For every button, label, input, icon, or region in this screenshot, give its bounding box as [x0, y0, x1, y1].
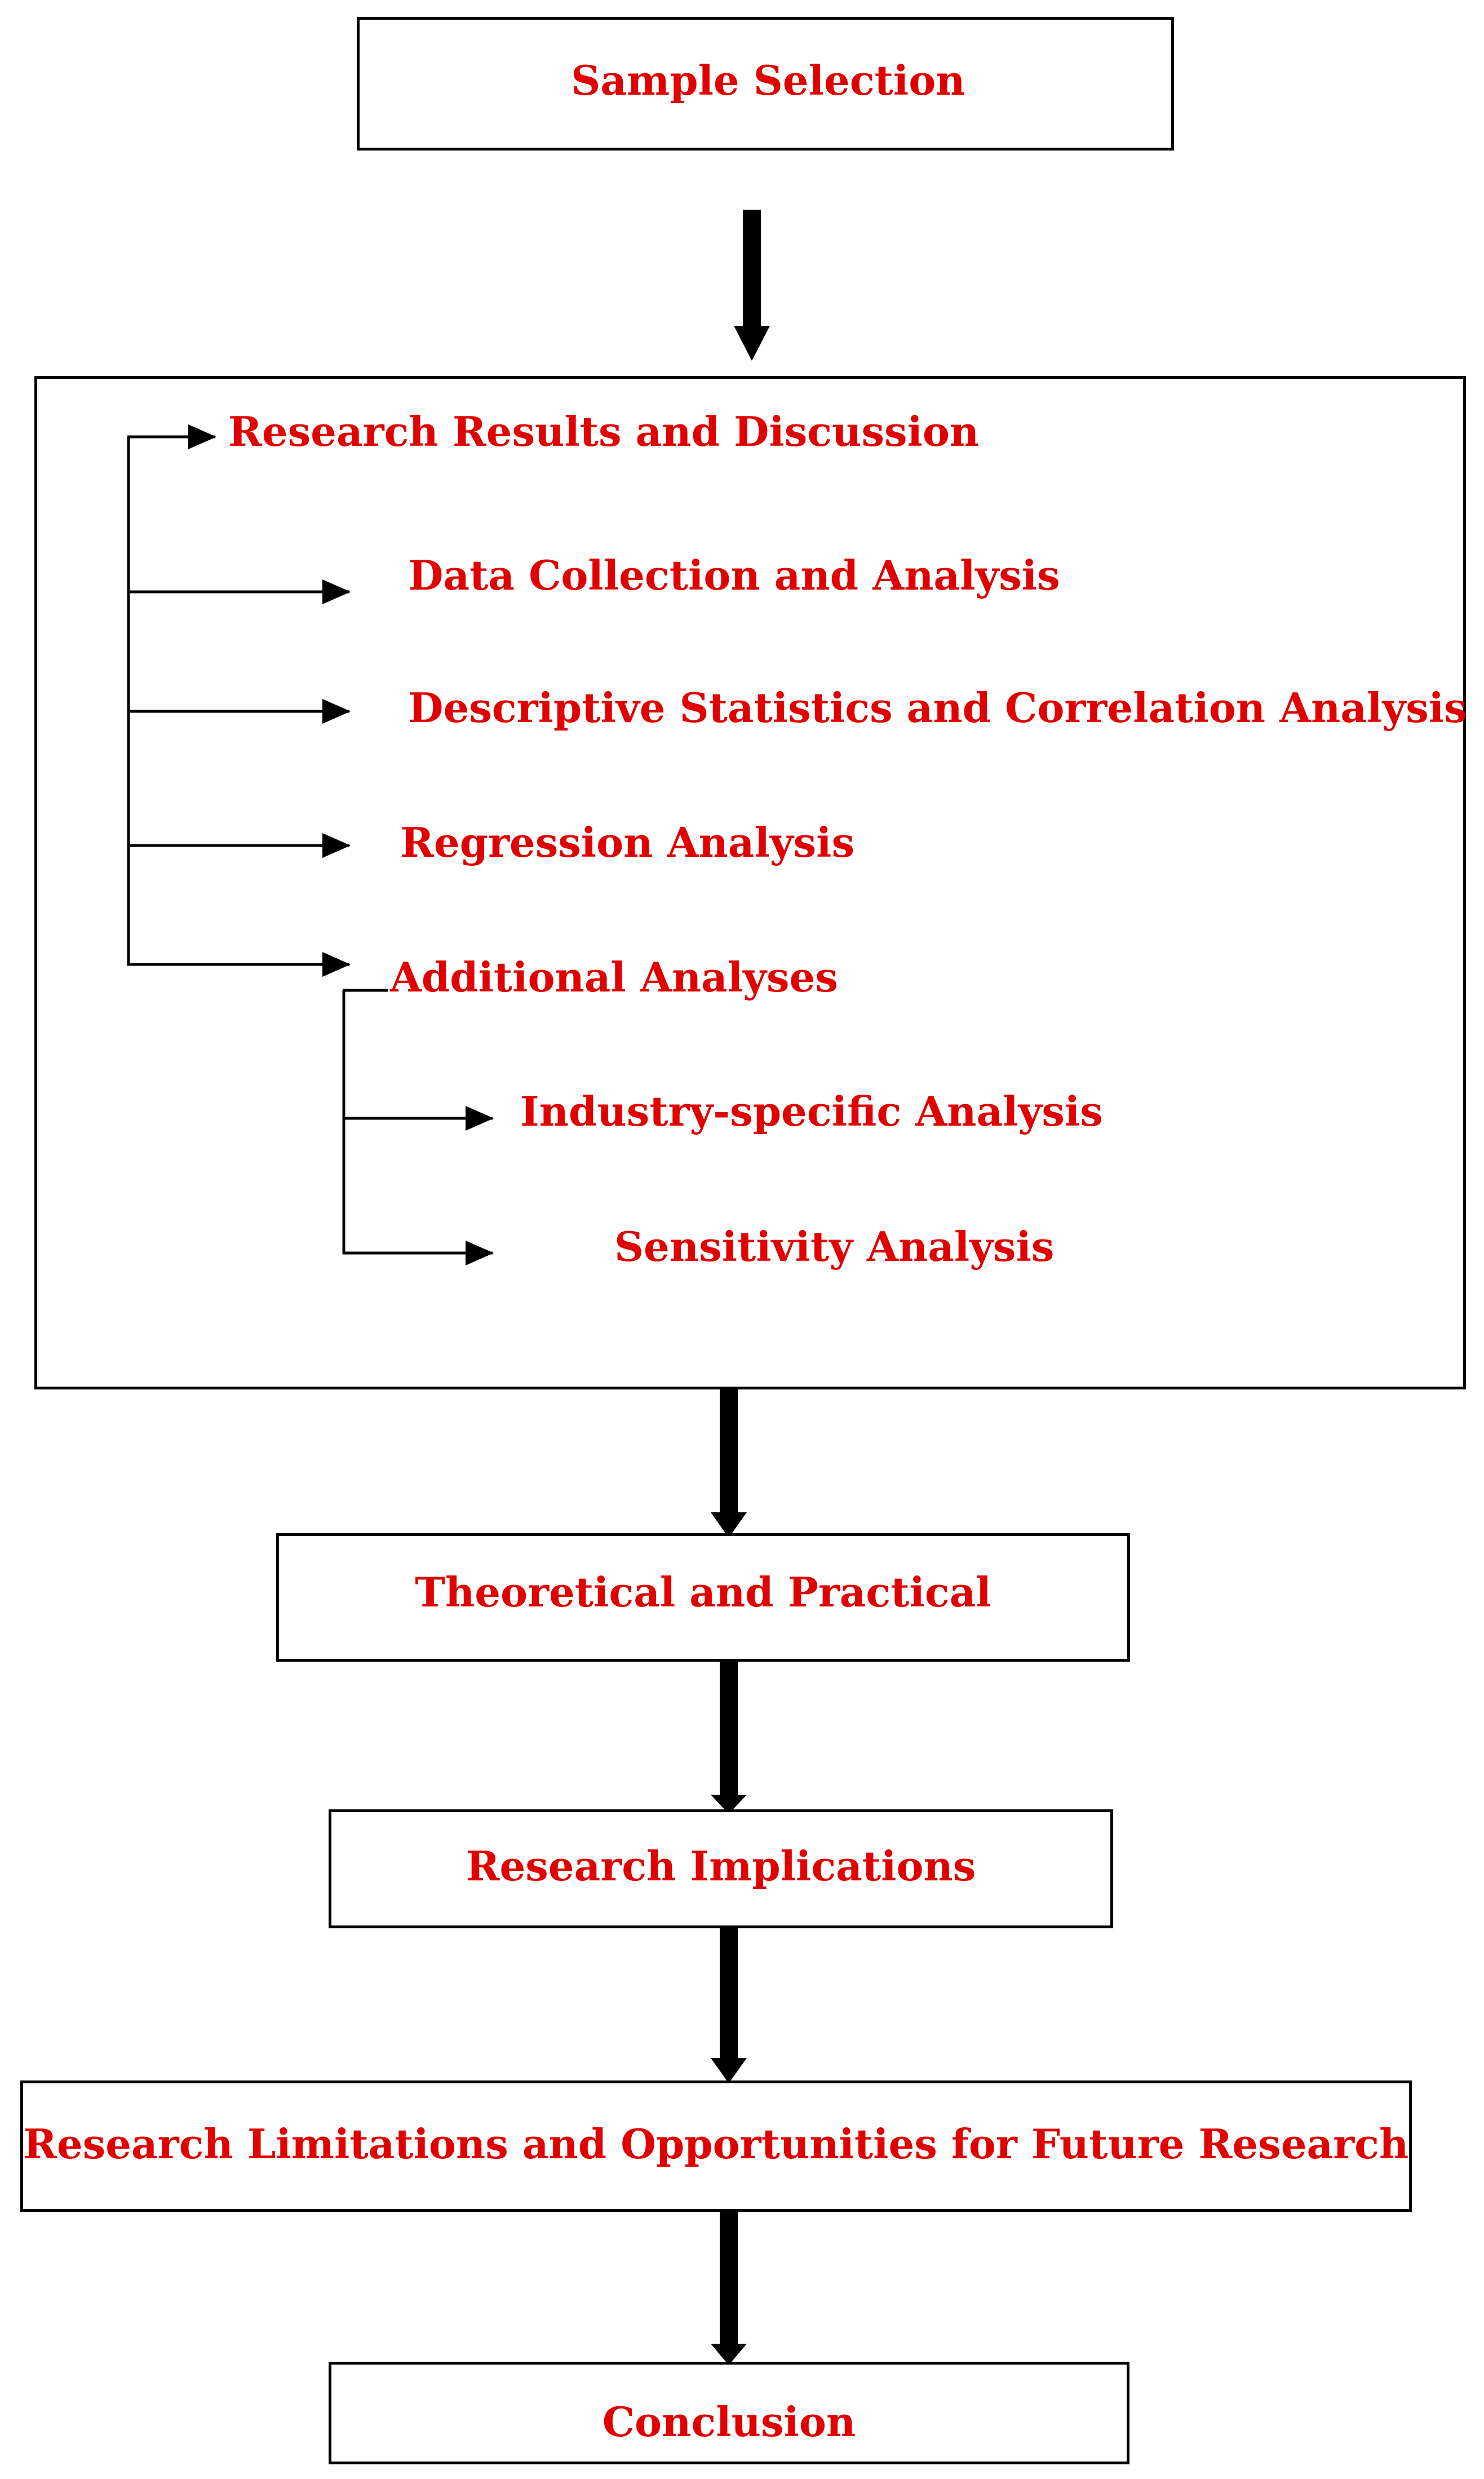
- conclusion-box: Conclusion: [329, 2362, 1129, 2464]
- results-item-4: Additional Analyses: [390, 953, 838, 1001]
- arrow-head-4: [711, 2058, 747, 2083]
- sample-selection-label: Sample Selection: [571, 56, 965, 104]
- results-group-box: [34, 376, 1466, 1389]
- arrow-shaft-1: [743, 210, 761, 327]
- arrow-shaft-5: [720, 2212, 738, 2345]
- limitations-label: Research Limitations and Opportunities f…: [23, 2120, 1409, 2168]
- results-bracket: [127, 424, 494, 1265]
- results-title: Research Results and Discussion: [228, 408, 980, 455]
- theoretical-practical-label: Theoretical and Practical: [415, 1568, 991, 1616]
- flow-arrows: [711, 210, 770, 2365]
- theoretical-practical-box: Theoretical and Practical: [276, 1533, 1130, 1662]
- arrow-head-3: [711, 1795, 747, 1814]
- conclusion-label: Conclusion: [602, 2398, 856, 2446]
- results-item-1: Data Collection and Analysis: [408, 551, 1060, 599]
- arrow-head-5: [711, 2344, 747, 2365]
- results-subitem-2: Sensitivity Analysis: [614, 1223, 1055, 1271]
- arrow-shaft-4: [720, 1928, 738, 2059]
- arrow-head-2: [711, 1512, 747, 1538]
- results-subitem-1: Industry-specific Analysis: [520, 1087, 1103, 1135]
- research-implications-box: Research Implications: [329, 1809, 1113, 1928]
- limitations-box: Research Limitations and Opportunities f…: [20, 2080, 1412, 2212]
- research-implications-label: Research Implications: [466, 1842, 976, 1890]
- arrow-head-1: [734, 326, 770, 361]
- results-item-3: Regression Analysis: [400, 818, 855, 866]
- arrow-shaft-3: [720, 1662, 738, 1796]
- results-item-2: Descriptive Statistics and Correlation A…: [408, 684, 1467, 732]
- sample-selection-box: Sample Selection: [357, 17, 1174, 150]
- arrow-shaft-2: [720, 1389, 738, 1513]
